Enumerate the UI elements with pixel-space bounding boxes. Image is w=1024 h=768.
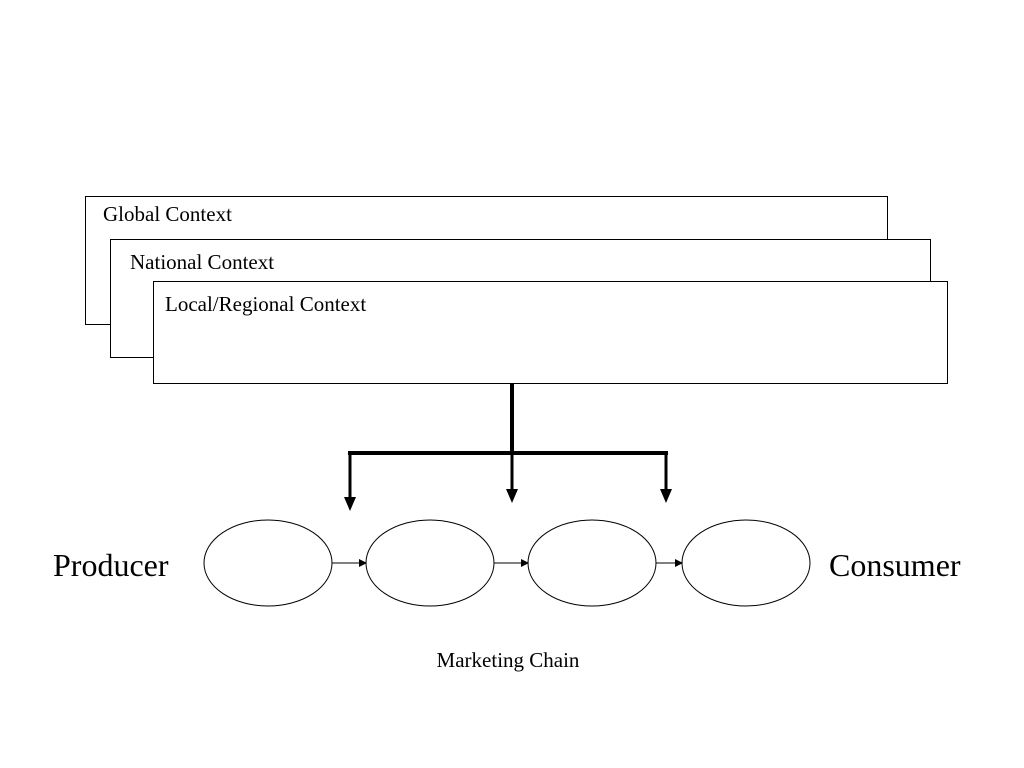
local-regional-context-label: Local/Regional Context — [165, 292, 367, 316]
influence-arrow-3 — [660, 453, 672, 503]
influence-arrow-2 — [506, 453, 518, 503]
influence-arrow-1 — [344, 453, 356, 511]
marketing-chain-caption: Marketing Chain — [436, 648, 580, 672]
chain-node-4 — [681, 519, 811, 607]
chain-node-2 — [365, 519, 495, 607]
global-context-label: Global Context — [103, 202, 232, 226]
consumer-label: Consumer — [829, 547, 961, 583]
national-context-label: National Context — [130, 250, 275, 274]
chain-node-3 — [527, 519, 657, 607]
chain-node-1 — [203, 519, 333, 607]
local-regional-context-box: Local/Regional Context — [153, 281, 948, 384]
producer-label: Producer — [53, 547, 169, 583]
